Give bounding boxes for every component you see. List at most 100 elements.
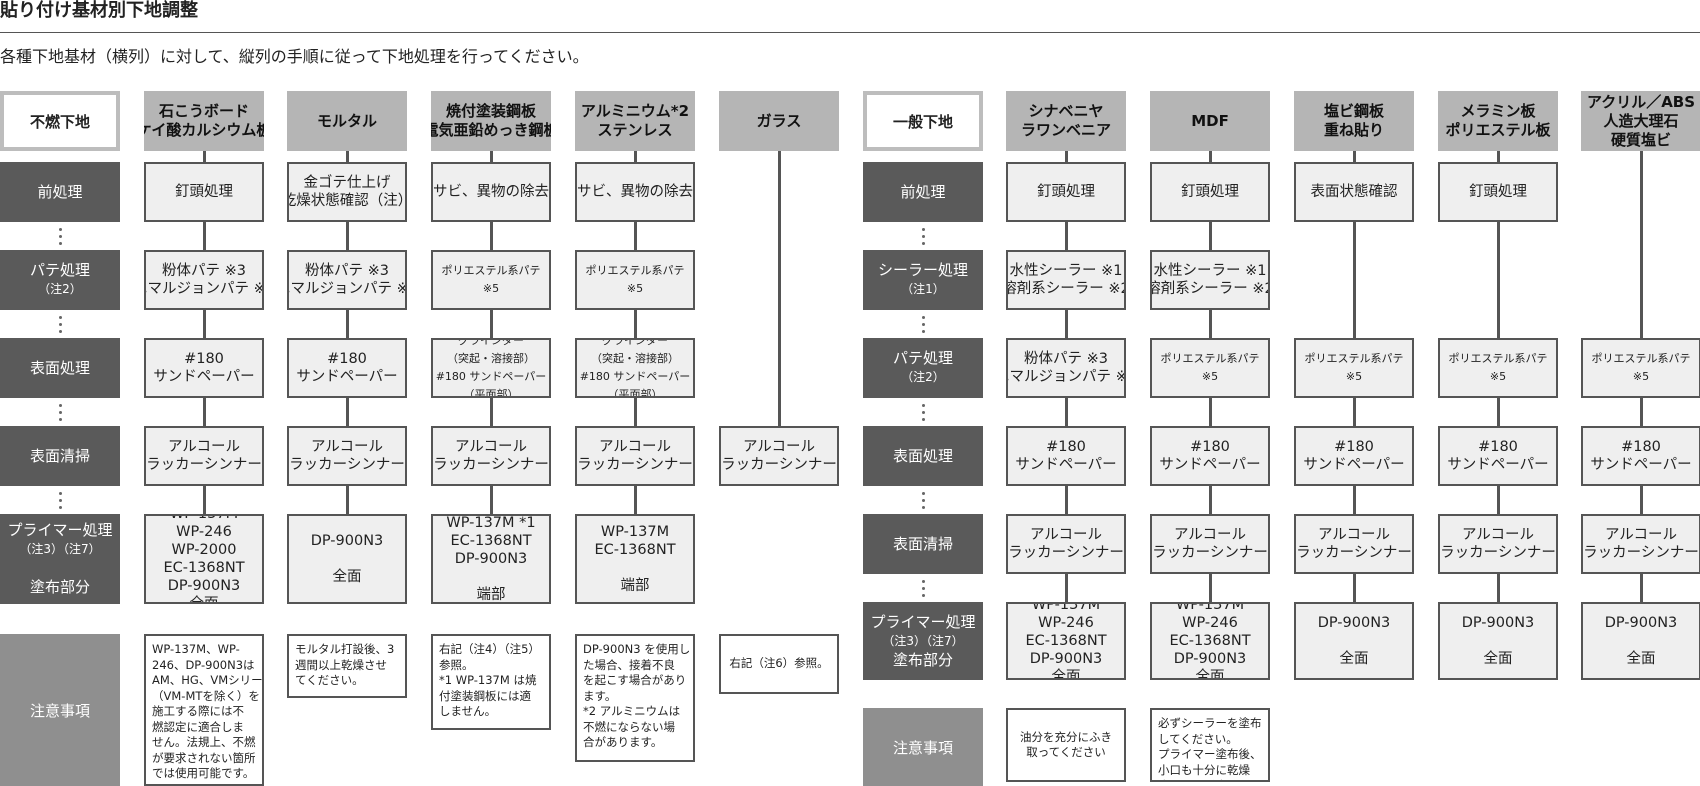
substrate-header: 焼付塗装鋼板電気亜鉛めっき鋼板 [431,91,551,151]
connector-line [1353,222,1356,338]
connector-line [490,151,493,162]
caution-text-line: てください。 [295,673,364,687]
caution-text-line: 合があります。 [583,735,663,749]
row-label-line: 表面清掃 [29,446,90,465]
row-label-line: 表面処理 [29,358,90,377]
row-label-primer: プライマー処理（注3）（注7） 塗布部分 [0,514,120,604]
connector-line [1640,151,1643,338]
step-text-line: ラッカーシンナー [1296,545,1412,561]
caution-text-line: WP-137M、WP- [152,642,240,656]
connector-line [490,398,493,426]
step-text-line: サンドペーパー [153,369,255,385]
substrate-header-line: アルミニウム*2 [580,102,690,120]
step-dot [922,418,925,421]
step-text-line: ラッカーシンナー [1583,545,1699,561]
step-dot [922,323,925,326]
step-clean: アルコールラッカーシンナー [719,426,839,486]
connector-line [1209,222,1212,250]
step-text-line: ラッカーシンナー [146,457,262,473]
connector-line [1497,222,1500,338]
step-text-line: EC-1368NT [450,533,532,549]
caution-text-line: 右記（注6）参照。 [729,656,829,671]
step-primer: DP-900N3 全面 [1438,602,1558,680]
row-label-line: 塗布部分 [892,650,953,669]
step-text-line: サンドペーパー [1590,457,1692,473]
connector-line [490,222,493,250]
connector-line [634,151,637,162]
step-primer: DP-900N3 全面 [1294,602,1414,680]
substrate-header-line: ラワンベニア [1020,121,1111,139]
group-header-line: 不燃下地 [29,112,90,131]
caution-text-line: しません。 [439,704,497,718]
step-surface: グラインダー（突起・溶接部）#180 サンドペーパー（平面部） [575,338,695,398]
connector-line [1353,486,1356,514]
caution-text-line: モルタル打設後、3 [295,642,395,656]
step-pre: 釘頭処理 [1006,162,1126,222]
step-text-line: #180 [1621,439,1661,455]
substrate-header: ガラス [719,91,839,151]
step-text-line: DP-900N3 [1317,615,1391,631]
step-dot [922,404,925,407]
step-text-line: アルコール [310,439,384,455]
caution-note: 油分を充分にふき取ってください [1006,708,1126,782]
step-text-line: アルコール [1461,527,1535,543]
group-header-general: 一般下地 [863,91,983,151]
connector-line [1640,486,1643,514]
step-text-line: 水性シーラー ※1 [1009,263,1123,279]
caution-text-line: 取ってください [1026,745,1106,759]
caution-text-line: 小口も十分に乾燥 [1158,762,1250,777]
connector-line [1065,222,1068,250]
step-text-line: サンドペーパー [1447,457,1549,473]
row-label-line: パテ処理 [892,349,953,367]
step-putty: ポリエステル系パテ※5 [1438,338,1558,398]
step-text-line: DP-900N3 [167,578,241,594]
step-text-line: DP-900N3 [310,533,384,549]
caution-text-line: AM、HG、VMシリーズ [152,673,264,687]
row-label-primer: プライマー処理（注3）（注7）塗布部分 [863,602,983,680]
caution-text-line: ます。 [583,688,617,703]
row-label-line: 表面処理 [892,446,953,465]
connector-line [203,310,206,338]
step-text-line: WP-246 [1182,615,1238,631]
substrate-header-line: 硬質塩ビ [1610,130,1671,149]
step-text-line: アルコール [167,439,241,455]
step-text-line: 全面 [1626,651,1656,667]
connector-line [1065,151,1068,162]
step-text-line: 釘頭処理 [1181,184,1239,200]
row-label-sealer: シーラー処理（注1） [863,250,983,310]
connector-line [346,398,349,426]
step-text-line: サンドペーパー [1303,457,1405,473]
step-text-line: サビ、異物の除去 [577,184,693,200]
caution-text-line: 週間以上乾燥させ [295,657,387,672]
step-text-line: ポリエステル系パテ [441,264,541,277]
connector-line [1640,574,1643,602]
connector-line [634,310,637,338]
step-text-line [633,559,638,577]
step-text-line: 乾燥状態確認（注） [287,193,407,209]
connector-line [346,151,349,162]
step-text-line: WP-137M [1175,602,1245,613]
intro-text: 各種下地基材（横列）に対して、縦列の手順に従って下地処理を行ってください。 [0,47,589,66]
row-label-clean: 表面清掃 [0,426,120,486]
step-text-line: DP-900N3 [1173,651,1247,667]
step-dot [59,242,62,245]
row-label-line: プライマー処理 [870,612,976,631]
row-label-note-line: （注2） [38,282,82,296]
caution-note: DP-900N3 を使用した場合、接着不良を起こす場合があります。*2 アルミニ… [575,634,695,762]
step-text-line: アルコール [1173,527,1247,543]
caution-note: 右記（注6）参照。 [719,634,839,694]
step-text-line: エマルジョンパテ ※4 [144,281,262,297]
step-text-line: 端部 [476,587,506,603]
step-text-line: 表面状態確認 [1310,184,1398,200]
caution-text-line: 油分を充分にふき [1020,729,1112,744]
connector-line [203,398,206,426]
caution-text-line: *1 WP-137M は焼 [439,673,537,687]
step-clean: アルコールラッカーシンナー [1150,514,1270,574]
step-pre: 金ゴテ仕上げ乾燥状態確認（注） [287,162,407,222]
